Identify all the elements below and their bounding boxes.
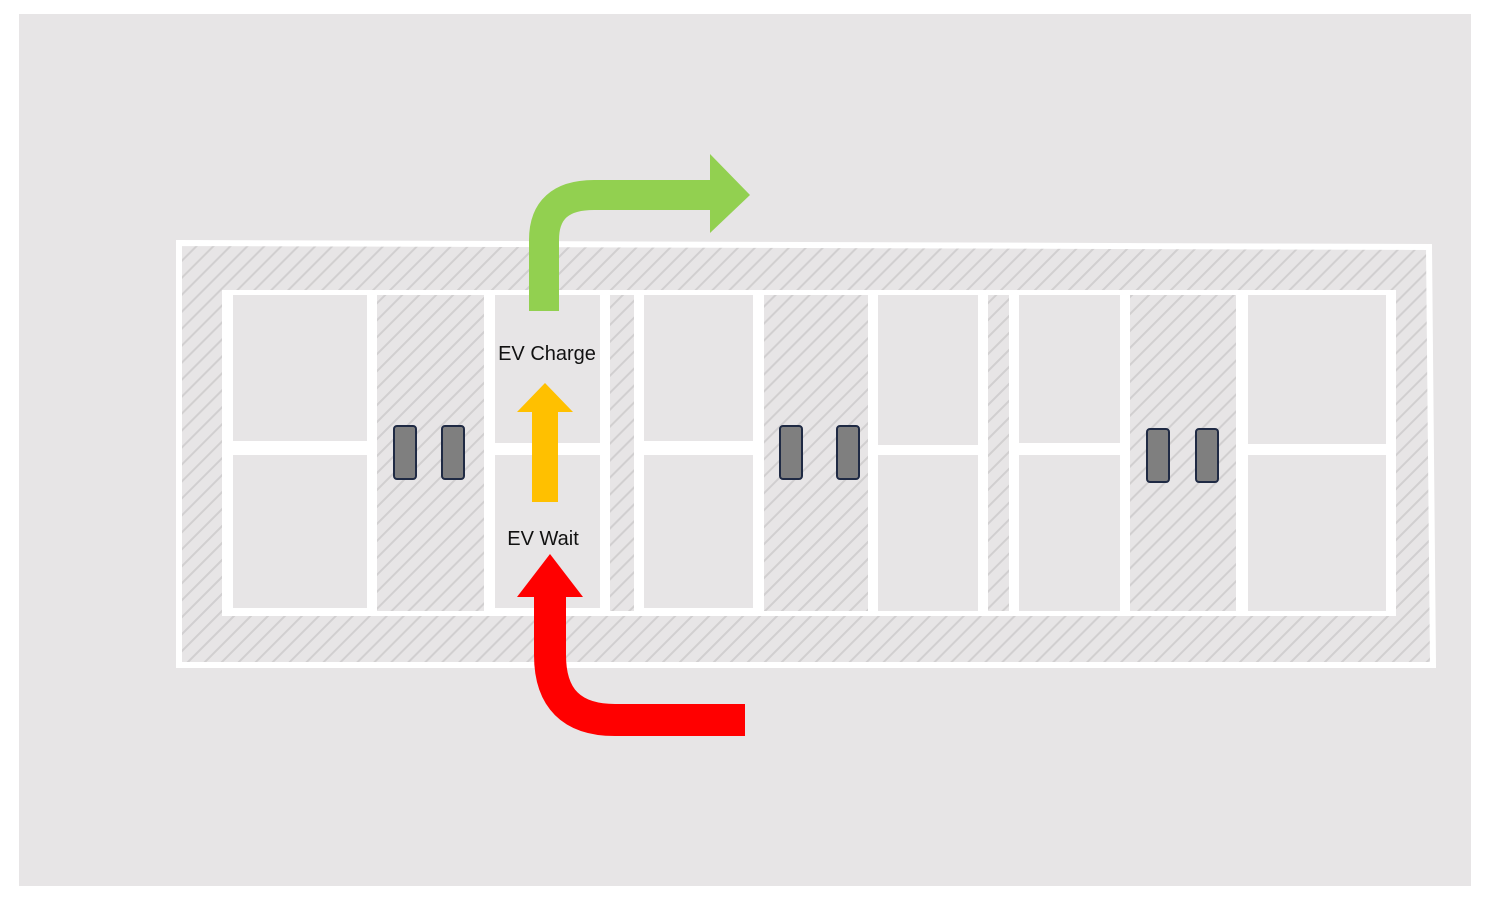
parking-stall <box>1248 455 1386 611</box>
walkway-strip <box>610 295 634 611</box>
ev-wait-label: EV Wait <box>507 528 579 550</box>
ev-charge-label: EV Charge <box>498 343 596 365</box>
charger-pedestal-icon <box>393 425 417 480</box>
parking-stall <box>233 455 367 608</box>
parking-stall <box>878 455 978 611</box>
parking-stall <box>1019 455 1120 611</box>
parking-stall <box>1019 295 1120 443</box>
charger-pedestal-icon <box>779 425 803 480</box>
parking-stall <box>644 295 753 441</box>
curved-arrow-up-icon <box>517 554 745 736</box>
walkway-strip <box>988 295 1009 611</box>
charger-pedestal-icon <box>441 425 465 480</box>
charger-pedestal-icon <box>1195 428 1219 483</box>
charger-pedestal-icon <box>836 425 860 480</box>
charger-group <box>393 425 1219 483</box>
parking-stall <box>233 295 367 441</box>
walkway-strip <box>1130 295 1236 611</box>
charger-pedestal-icon <box>1146 428 1170 483</box>
parking-stall <box>1248 295 1386 444</box>
arrow-up-icon <box>517 383 573 502</box>
parking-stall <box>644 455 753 608</box>
parking-stall <box>878 295 978 445</box>
curved-arrow-right-icon <box>529 154 750 311</box>
